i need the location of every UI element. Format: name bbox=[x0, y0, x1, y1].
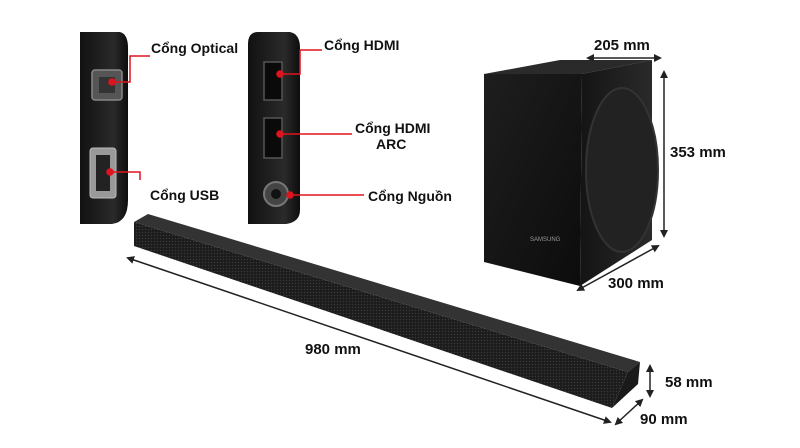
hdmi-port-icon bbox=[263, 61, 283, 101]
power-port-label: Cổng Nguồn bbox=[368, 188, 452, 204]
soundbar-width-label: 980 mm bbox=[305, 341, 361, 358]
left-port-panel bbox=[80, 32, 128, 224]
subwoofer-depth-label: 205 mm bbox=[594, 37, 650, 54]
subwoofer-width-label: 300 mm bbox=[608, 275, 664, 292]
dimension-arrows bbox=[126, 54, 668, 426]
woofer-icon bbox=[585, 87, 659, 253]
leader-lines bbox=[106, 49, 364, 199]
brand-logo: SAMSUNG bbox=[530, 237, 561, 243]
subwoofer-height-label: 353 mm bbox=[670, 144, 726, 161]
hdmi-port-label: Cổng HDMI bbox=[324, 37, 400, 53]
optical-port-label: Cổng Optical bbox=[151, 40, 239, 56]
soundbar-depth-label: 90 mm bbox=[640, 411, 688, 428]
soundbar-height-label: 58 mm bbox=[665, 374, 713, 391]
usb-port-label: Cổng USB bbox=[150, 187, 220, 203]
hdmi-arc-port-label-line1: Cổng HDMI bbox=[355, 120, 431, 136]
subwoofer bbox=[484, 60, 659, 286]
hdmi-arc-port-label-line2: ARC bbox=[376, 136, 407, 152]
hdmi-arc-port-icon bbox=[263, 117, 283, 159]
